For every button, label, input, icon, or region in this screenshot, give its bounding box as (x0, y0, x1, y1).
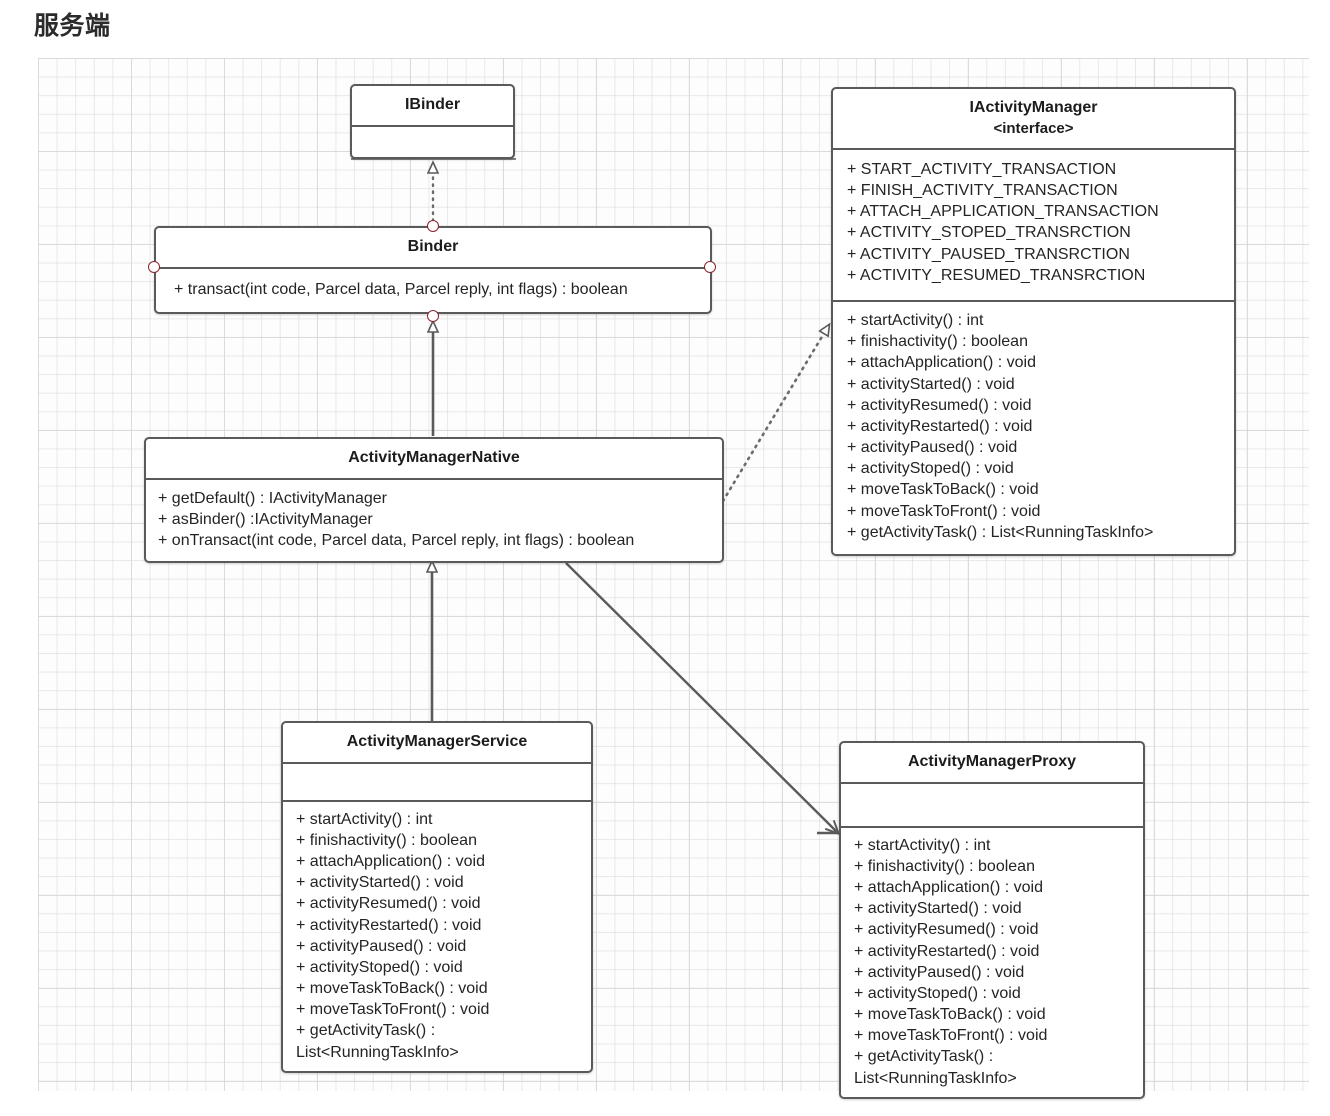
ams-methods-compartment: + startActivity() : int + finishactivity… (283, 802, 591, 1071)
method-row: + activityResumed() : void (847, 396, 1032, 414)
method-row: + activityStoped() : void (854, 984, 1021, 1002)
method-row: + attachApplication() : void (296, 852, 485, 870)
attribute-row: + ATTACH_APPLICATION_TRANSACTION (847, 203, 1159, 221)
class-box-activity-manager-proxy[interactable]: ActivityManagerProxy + startActivity() :… (839, 741, 1145, 1099)
ams-empty-compartment (283, 764, 591, 800)
method-row: + finishactivity() : boolean (847, 333, 1028, 351)
method-row: + activityRestarted() : void (847, 417, 1033, 435)
class-name-text: IActivityManager (969, 99, 1098, 116)
method-row: + startActivity() : int (847, 311, 984, 329)
page-title: 服务端 (34, 12, 111, 40)
method-row: + asBinder() :IActivityManager (158, 510, 373, 528)
method-row: + moveTaskToFront() : void (847, 502, 1041, 520)
class-name-ibinder: IBinder (404, 96, 461, 113)
method-row: + onTransact(int code, Parcel data, Parc… (158, 531, 635, 549)
method-row: + moveTaskToBack() : void (296, 980, 488, 998)
class-name-activity-manager-proxy: ActivityManagerProxy (907, 753, 1077, 770)
class-name-binder: Binder (407, 238, 459, 255)
compartment-separator (841, 825, 1143, 828)
attribute-row: + ACTIVITY_PAUSED_TRANSRCTION (847, 245, 1130, 263)
method-row: + activityResumed() : void (296, 895, 481, 913)
method-row: + finishactivity() : boolean (296, 831, 477, 849)
attribute-row: + ACTIVITY_STOPED_TRANSRCTION (847, 224, 1131, 242)
method-row-continuation: List<RunningTaskInfo> (854, 1069, 1017, 1087)
binder-methods-compartment: + transact(int code, Parcel data, Parcel… (156, 269, 710, 312)
ibinder-empty-compartment (352, 127, 513, 157)
class-name-activity-manager-native: ActivityManagerNative (348, 449, 520, 466)
method-row: + moveTaskToFront() : void (854, 1027, 1048, 1045)
method-row: + activityStarted() : void (854, 900, 1022, 918)
attribute-row: + START_ACTIVITY_TRANSACTION (847, 160, 1117, 178)
method-row: + activityStarted() : void (847, 375, 1015, 393)
compartment-separator (841, 781, 1143, 784)
connection-handle[interactable] (427, 220, 439, 232)
amp-methods-compartment: + startActivity() : int + finishactivity… (841, 828, 1143, 1097)
attribute-row: + FINISH_ACTIVITY_TRANSACTION (847, 182, 1118, 200)
method-row: + activityRestarted() : void (854, 942, 1040, 960)
method-row: + getActivityTask() : List<RunningTaskIn… (847, 523, 1154, 541)
class-box-activity-manager-native[interactable]: ActivityManagerNative + getDefault() : I… (144, 437, 724, 564)
iam-methods-compartment: + startActivity() : int + finishactivity… (833, 302, 1234, 554)
class-box-binder[interactable]: Binder + transact(int code, Parcel data,… (154, 226, 712, 314)
method-row: + activityPaused() : void (847, 439, 1018, 457)
amn-methods-compartment: + getDefault() : IActivityManager + asBi… (146, 480, 722, 562)
method-row: + activityPaused() : void (296, 937, 467, 955)
method-row: + activityPaused() : void (854, 963, 1025, 981)
method-row: + getDefault() : IActivityManager (158, 489, 387, 507)
method-row: + activityStoped() : void (296, 958, 463, 976)
method-row: + activityStarted() : void (296, 874, 464, 892)
compartment-separator (833, 147, 1234, 150)
method-row: + startActivity() : int (854, 836, 991, 854)
attribute-row: + ACTIVITY_RESUMED_TRANSRCTION (847, 266, 1146, 284)
method-row: + activityRestarted() : void (296, 916, 482, 934)
method-row: + activityResumed() : void (854, 921, 1039, 939)
method-row: + finishactivity() : boolean (854, 857, 1035, 875)
compartment-separator (156, 266, 710, 269)
class-name-iactivity-manager: IActivityManager <interface> (833, 89, 1234, 148)
compartment-separator (352, 124, 513, 127)
method-row: + getActivityTask() : (854, 1048, 994, 1066)
connection-handle[interactable] (704, 261, 716, 273)
class-stereotype: <interface> (993, 119, 1074, 137)
method-row: + attachApplication() : void (854, 878, 1043, 896)
method-row: + startActivity() : int (296, 810, 433, 828)
class-box-iactivity-manager[interactable]: IActivityManager <interface> + START_ACT… (831, 87, 1236, 557)
method-row-continuation: List<RunningTaskInfo> (296, 1043, 459, 1061)
method-row: + getActivityTask() : (296, 1022, 436, 1040)
compartment-separator (283, 799, 591, 802)
connection-handle[interactable] (427, 310, 439, 322)
iam-attributes-compartment: + START_ACTIVITY_TRANSACTION + FINISH_AC… (833, 150, 1234, 300)
connection-handle[interactable] (148, 261, 160, 273)
method-row: + transact(int code, Parcel data, Parcel… (174, 280, 628, 298)
class-box-activity-manager-service[interactable]: ActivityManagerService + startActivity()… (281, 721, 593, 1073)
amp-empty-compartment (841, 784, 1143, 826)
method-row: + moveTaskToFront() : void (296, 1001, 490, 1019)
compartment-separator (146, 477, 722, 480)
method-row: + moveTaskToBack() : void (854, 1006, 1046, 1024)
method-row: + activityStoped() : void (847, 460, 1014, 478)
compartment-separator (833, 299, 1234, 302)
class-box-ibinder[interactable]: IBinder (350, 84, 515, 159)
method-row: + moveTaskToBack() : void (847, 481, 1039, 499)
compartment-separator (283, 761, 591, 764)
method-row: + attachApplication() : void (847, 354, 1036, 372)
class-name-activity-manager-service: ActivityManagerService (346, 733, 528, 750)
